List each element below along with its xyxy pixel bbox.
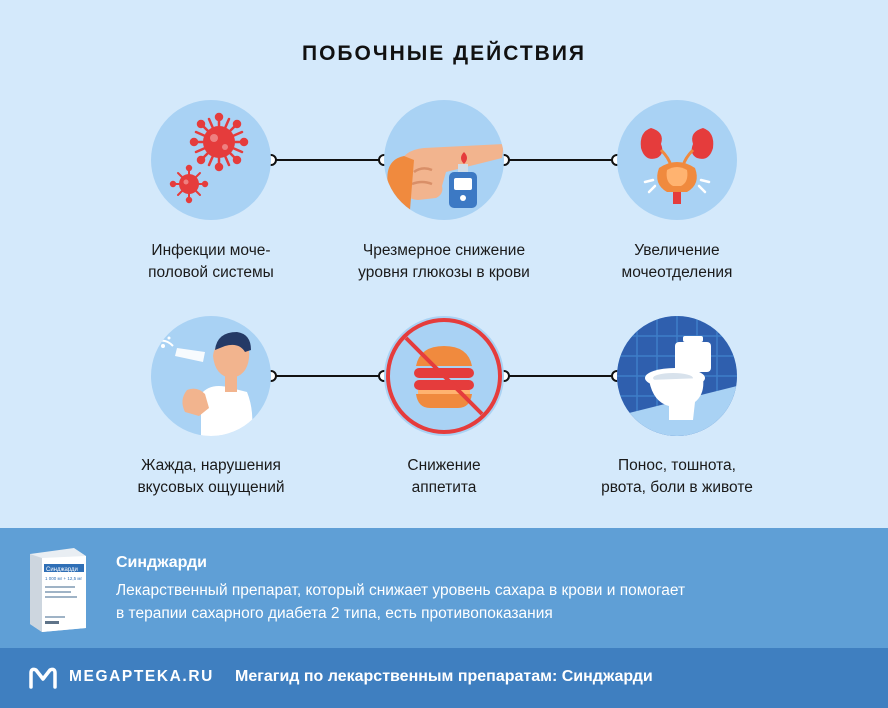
effect-caption-infection: Инфекции моче- половой системы	[148, 242, 274, 281]
drug-name: Синджарди	[116, 554, 208, 571]
effect-circle-urination	[617, 100, 737, 220]
effect-circle-infection	[151, 100, 271, 220]
kidneys-bladder-icon	[640, 128, 714, 204]
effect-caption-digestive: Понос, тошнота, рвота, боли в животе	[601, 457, 753, 496]
no-burger-icon	[386, 318, 502, 434]
megapteka-logo-icon[interactable]	[28, 665, 58, 691]
effect-caption-glucose: Чрезмерное снижение уровня глюкозы в кро…	[358, 242, 530, 281]
drug-description: Лекарственный препарат, который снижает …	[116, 582, 686, 622]
svg-text:Синджарди: Синджарди	[46, 567, 78, 573]
glucose-meter-icon	[387, 144, 504, 210]
effect-circle-thirst	[151, 316, 271, 436]
effect-caption-appetite: Снижение аппетита	[407, 457, 481, 496]
effect-circle-digestive	[617, 316, 737, 436]
drinking-person-icon	[156, 332, 253, 436]
footer-caption: Мегагид по лекарственным препаратам: Син…	[235, 668, 653, 685]
svg-text:1 000 мг + 12,5 мг: 1 000 мг + 12,5 мг	[45, 576, 82, 581]
effect-circle-glucose	[384, 100, 504, 220]
effect-circle-appetite	[384, 316, 504, 436]
toilet-icon	[617, 316, 737, 436]
drug-info-band	[0, 528, 888, 648]
brand-logo-text[interactable]: MEGAPTEKA.RU	[69, 668, 214, 685]
effect-caption-urination: Увеличение мочеотделения	[621, 242, 733, 281]
page-title: ПОБОЧНЫЕ ДЕЙСТВИЯ	[301, 42, 587, 65]
drug-package-image: Синджарди 1 000 мг + 12,5 мг	[30, 548, 86, 632]
effect-caption-thirst: Жажда, нарушения вкусовых ощущений	[137, 457, 285, 496]
footer-band	[0, 648, 888, 708]
virus-icon	[169, 112, 249, 204]
